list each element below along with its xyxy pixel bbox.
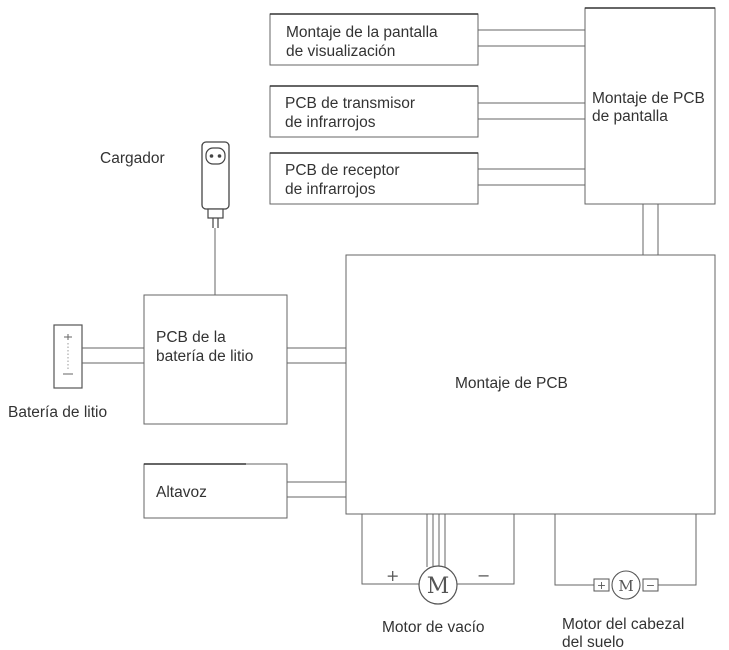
lithium-battery-label: Batería de litio <box>8 404 107 421</box>
speaker-label: Altavoz <box>156 484 207 501</box>
battery-icon <box>53 324 83 389</box>
battery-pcb-block: PCB de la batería de litio <box>143 294 288 425</box>
display-pcb-to-main-connector <box>642 204 659 255</box>
display-pcb-assembly-block: Montaje de PCB de pantalla <box>584 7 716 205</box>
plug-adapter-icon <box>201 141 230 228</box>
speaker-block: Altavoz <box>143 463 288 519</box>
display-pcb-label-line2: de pantalla <box>592 108 668 125</box>
display-pcb-label-line1: Montaje de PCB <box>592 90 705 107</box>
battery-to-battery-pcb-connector <box>82 347 144 364</box>
vacuum-motor-minus: − <box>477 566 490 585</box>
floor-head-motor-symbol: M <box>618 577 633 595</box>
battery-pcb-label-line2: batería de litio <box>156 348 253 365</box>
vacuum-motor-plus: + <box>386 566 399 585</box>
main-pcb-assembly-label: Montaje de PCB <box>455 375 568 392</box>
vacuum-motor-wiring <box>361 514 515 585</box>
floor-head-motor-plus: + <box>597 579 606 592</box>
vacuum-motor-symbol: M <box>427 574 450 599</box>
ir-receiver-pcb-block: PCB de receptor de infrarrojos <box>269 152 479 205</box>
main-pcb-assembly-block: Montaje de PCB <box>345 254 716 515</box>
ir-receiver-label-line1: PCB de receptor <box>285 162 400 179</box>
ir-transmitter-label-line2: de infrarrojos <box>285 114 376 131</box>
floor-head-motor-minus: − <box>646 579 655 592</box>
ir-receiver-label-line2: de infrarrojos <box>285 181 376 198</box>
ir-transmitter-connector <box>478 102 585 120</box>
display-assembly-label-line2: de visualización <box>286 43 395 60</box>
floor-head-motor-icon: + − M <box>593 570 659 600</box>
charger-label: Cargador <box>100 150 165 167</box>
battery-pcb-label-line1: PCB de la <box>156 329 226 346</box>
battery-pcb-to-main-connector <box>287 347 346 364</box>
floor-head-motor-wiring <box>554 514 697 586</box>
motor-icon: M <box>418 565 458 605</box>
ir-transmitter-pcb-block: PCB de transmisor de infrarrojos <box>269 85 479 138</box>
floor-head-motor-label-line2: del suelo <box>562 634 624 650</box>
floor-head-motor-label-line1: Motor del cabezal <box>562 616 684 633</box>
ir-receiver-connector <box>478 168 585 186</box>
display-assembly-label-line1: Montaje de la pantalla <box>286 24 438 41</box>
ir-transmitter-label-line1: PCB de transmisor <box>285 95 415 112</box>
speaker-to-main-connector <box>287 481 346 498</box>
display-assembly-connector <box>478 29 585 47</box>
vacuum-motor-label: Motor de vacío <box>382 619 485 636</box>
display-assembly-block: Montaje de la pantalla de visualización <box>269 13 479 66</box>
